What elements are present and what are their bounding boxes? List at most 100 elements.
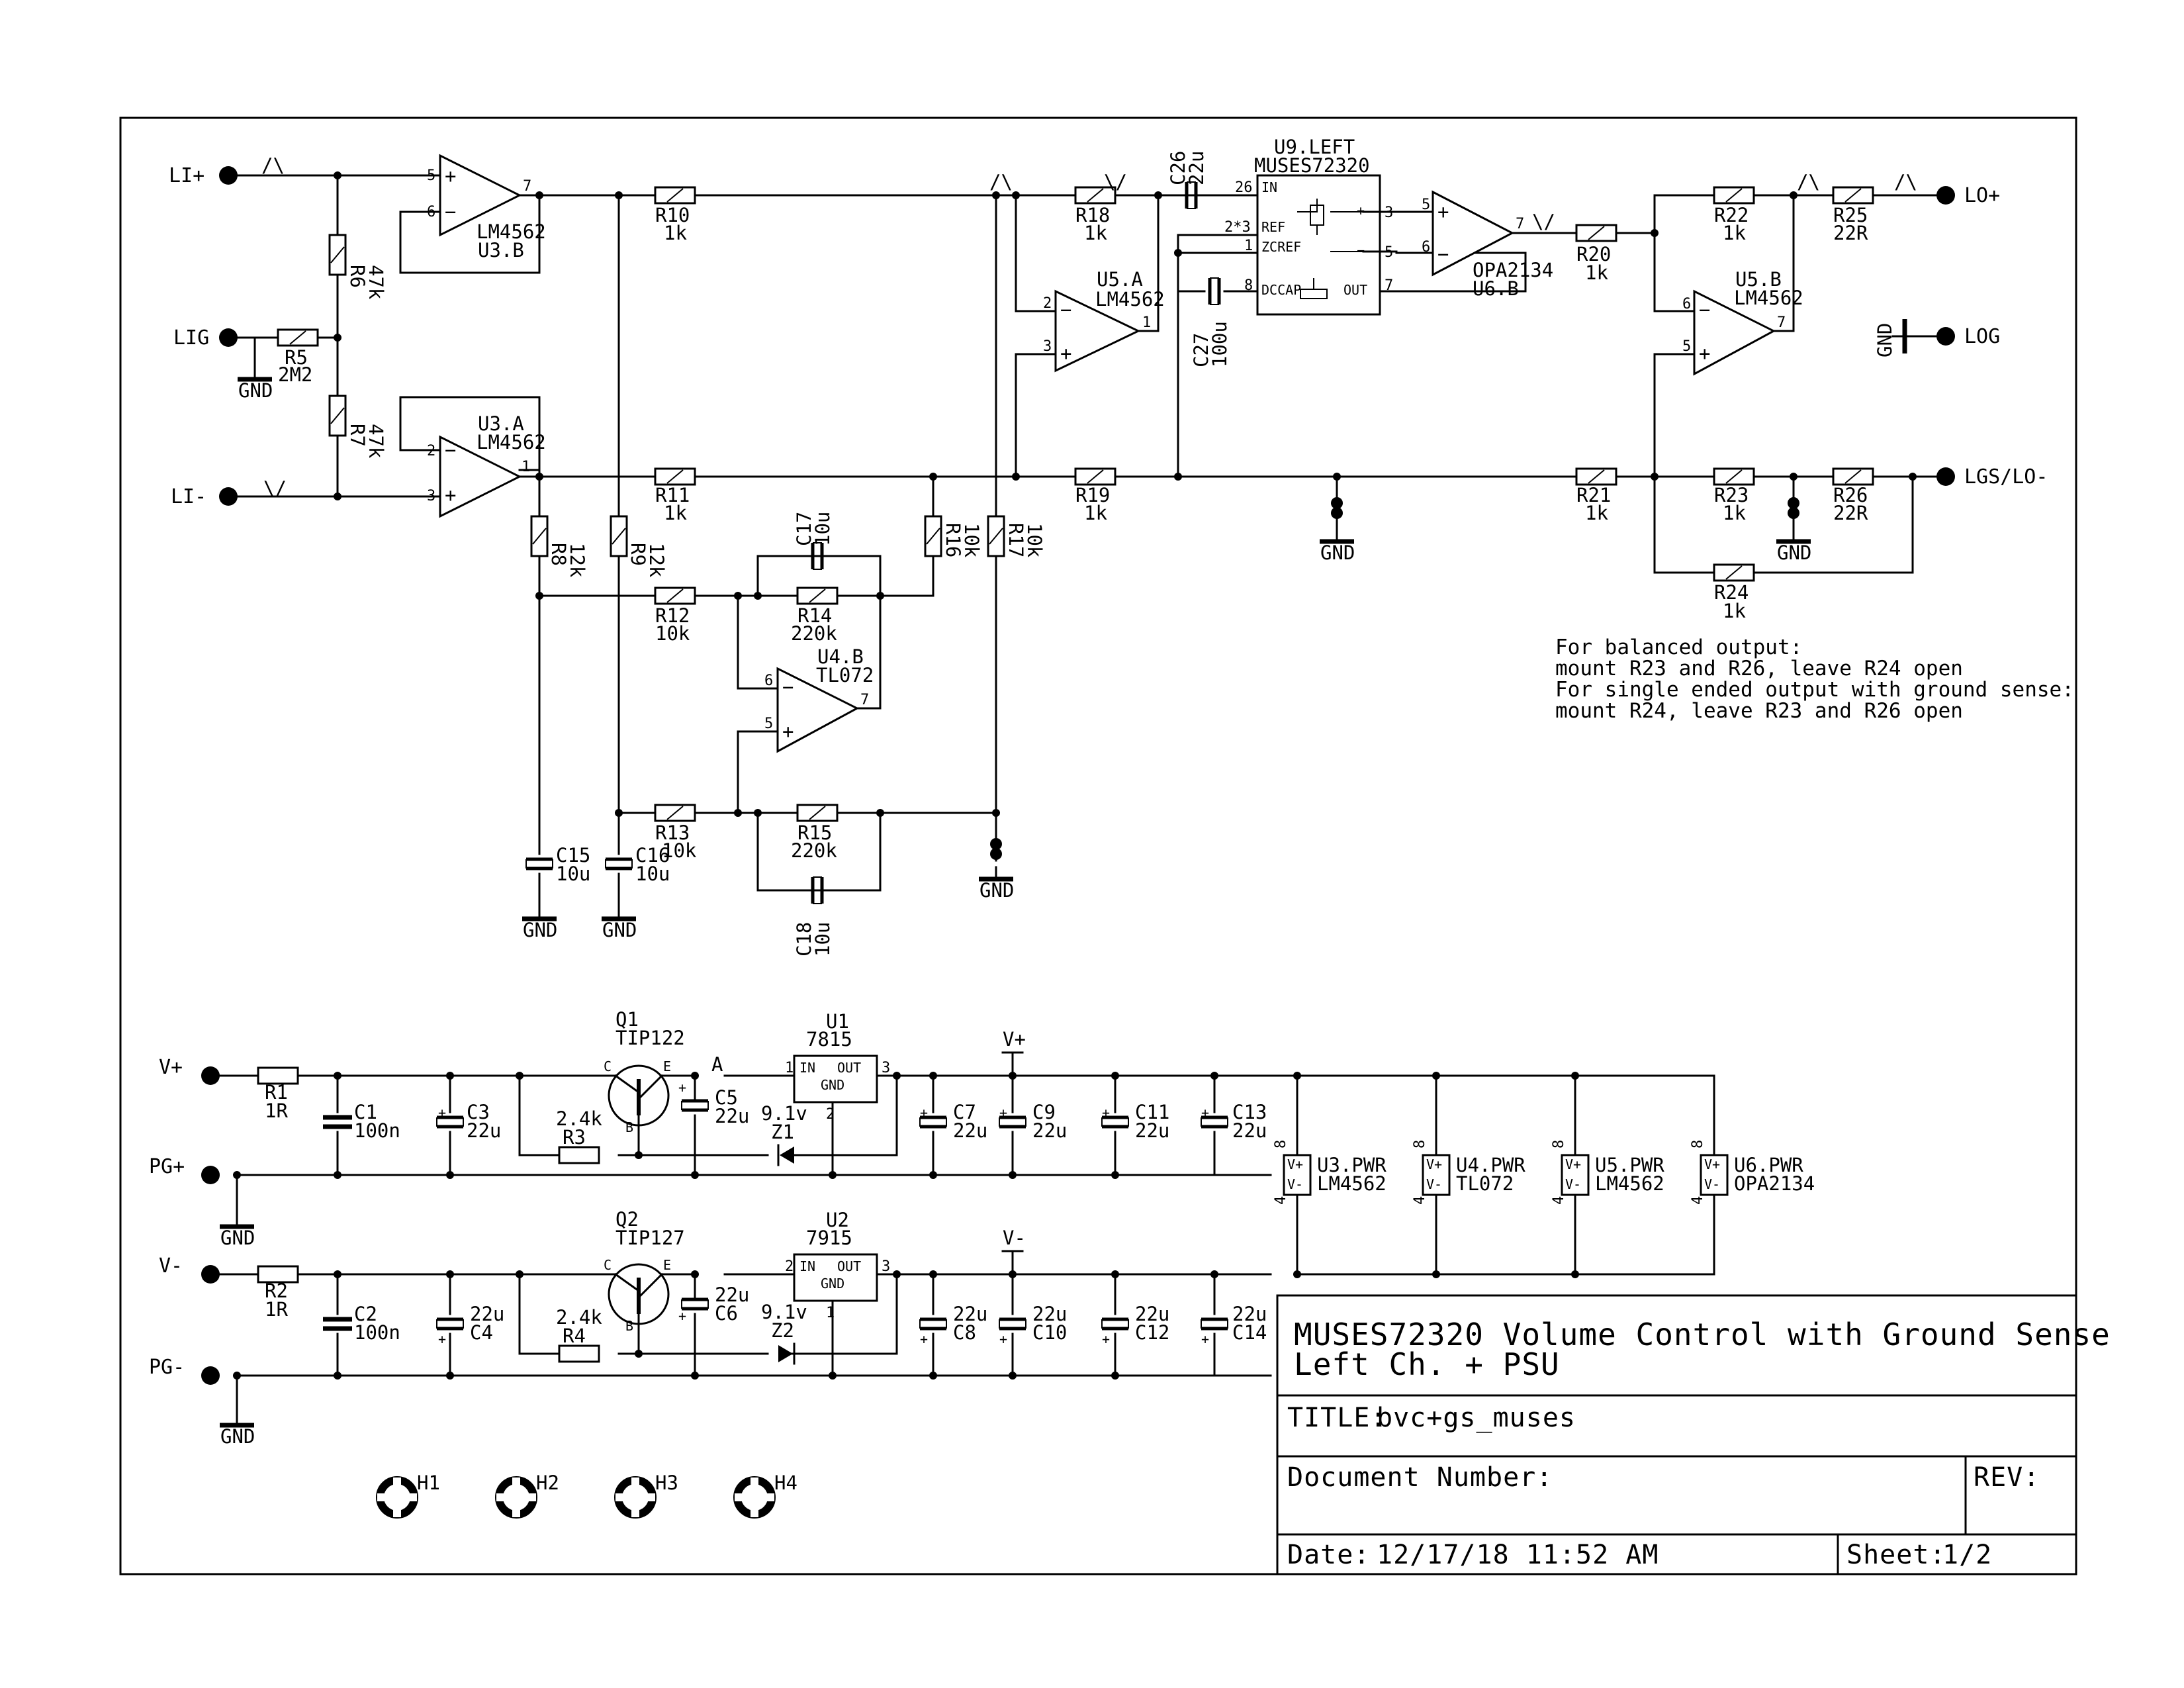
schematic-text: − (1699, 299, 1710, 321)
r21-value: 1k (1585, 502, 1608, 524)
schematic-text: V- (1426, 1176, 1442, 1192)
schematic-text: PG+ (149, 1155, 185, 1178)
schematic-text: GND (979, 879, 1014, 902)
schematic-text: + (1699, 342, 1710, 365)
schematic-text: C3 (467, 1101, 490, 1123)
note-line-1: For balanced output: (1555, 635, 1802, 659)
schematic-text: 7 (1516, 216, 1524, 232)
schematic-text: C7 (953, 1101, 976, 1123)
li-plus-terminal[interactable] (219, 166, 238, 185)
schematic-text: V+ (1565, 1156, 1581, 1172)
hole-h1: H1 (376, 1472, 440, 1519)
schematic-text: 4 (1551, 1196, 1567, 1205)
schematic-text: + (1437, 201, 1449, 223)
schematic-text: 7815 (806, 1028, 852, 1051)
schematic-text: 6 (1422, 239, 1430, 256)
schematic-text: C9 (1032, 1101, 1056, 1123)
schematic-text: V- (1704, 1176, 1720, 1192)
u6b-value: OPA2134 (1473, 259, 1553, 281)
r17-ref: R17 (1005, 523, 1027, 557)
schematic-text: 7 (1777, 314, 1786, 331)
schematic-text: GND (523, 919, 557, 941)
schematic-text: 8 (1244, 277, 1253, 294)
schematic-text: V+ (1704, 1156, 1720, 1172)
schematic-text: REF (1261, 219, 1285, 235)
c18-value: 10u (811, 922, 834, 957)
schematic-text: 1 (522, 459, 530, 475)
opamp-u3b: +− 5 6 7 LM4562 U3.B (424, 154, 546, 261)
schematic-text: 7 (523, 178, 531, 195)
r22-value: 1k (1723, 222, 1746, 244)
r12-value: 10k (655, 622, 690, 645)
r9-value: 12k (645, 543, 668, 578)
schematic-text: 22u (715, 1284, 749, 1306)
schematic-text: 4 (1412, 1196, 1428, 1205)
schematic-text: 22u (1135, 1119, 1169, 1142)
power-unit-u4: V+ V- 8 4 U4.PWR TL072 (1412, 1074, 1525, 1276)
schematic-text: C13 (1232, 1101, 1267, 1123)
schematic-text: V+ (1003, 1028, 1026, 1051)
r5-ref: R5 (285, 346, 308, 369)
zener-z1: 9.1v Z1 (761, 1102, 807, 1166)
r24-ref: R24 (1714, 581, 1749, 604)
r15-ref: R15 (797, 821, 832, 844)
schematic-text: 6 (1682, 296, 1691, 312)
note-line-4: mount R24, leave R23 and R26 open (1555, 699, 1963, 723)
pg-minus-terminal[interactable] (201, 1366, 220, 1385)
lig-terminal[interactable] (219, 328, 238, 347)
rev-label: REV: (1974, 1462, 2040, 1493)
r17-value: 10k (1023, 523, 1046, 558)
schematic-text: + (438, 1331, 446, 1347)
pg-plus-terminal[interactable] (201, 1166, 220, 1184)
schematic-text: PG- (149, 1356, 185, 1379)
lo-plus-terminal[interactable] (1936, 186, 1955, 205)
schematic-text: Z1 (771, 1121, 794, 1143)
schematic-text: U3.PWR (1317, 1154, 1387, 1176)
title-line-1: MUSES72320 Volume Control with Ground Se… (1294, 1317, 2111, 1352)
schematic-text: E (663, 1257, 671, 1273)
u9-value: MUSES72320 (1254, 154, 1370, 177)
schematic-text: /\ (989, 171, 1013, 193)
v-plus-terminal[interactable] (201, 1066, 220, 1085)
schematic-text: OUT (1343, 282, 1367, 298)
schematic-text: TL072 (1456, 1172, 1514, 1195)
r16-ref: R16 (942, 523, 964, 557)
u3a-value: LM4562 (477, 431, 546, 453)
sheet-border (119, 117, 2077, 1575)
schematic-text: 1R (265, 1298, 288, 1321)
hole-h3: H3 (614, 1472, 678, 1519)
schematic-text: 22u (953, 1119, 987, 1142)
transistor-q2: C E B Q2 TIP127 (604, 1208, 696, 1334)
schematic-text: GND (220, 1425, 255, 1448)
v-minus-terminal[interactable] (201, 1265, 220, 1284)
schematic-text: − (445, 201, 456, 223)
schematic-text: + (438, 1105, 446, 1121)
transistor-q1: C E B Q1 TIP122 A (604, 1008, 723, 1135)
note-line-3: For single ended output with ground sens… (1555, 678, 2074, 702)
log-terminal[interactable] (1936, 327, 1955, 346)
schematic-text: 22u (1232, 1303, 1267, 1325)
schematic-text: IN (799, 1060, 815, 1076)
r12-ref: R12 (655, 604, 690, 627)
u5a-ref: U5.A (1097, 268, 1143, 291)
schematic-text: C (604, 1058, 612, 1074)
schematic-text: A (711, 1053, 723, 1076)
signal-junctions (334, 171, 1917, 860)
schematic-text: 26 (1235, 179, 1253, 196)
r8-ref: R8 (547, 543, 570, 566)
lo-plus-label: LO+ (1964, 184, 2000, 207)
note-line-2: mount R23 and R26, leave R24 open (1555, 657, 1963, 680)
schematic-text: C12 (1135, 1321, 1169, 1344)
u5b-ref: U5.B (1735, 268, 1782, 291)
r21-ref: R21 (1576, 484, 1611, 506)
r25-value: 22R (1833, 222, 1868, 244)
r13-value: 10k (662, 839, 697, 862)
li-minus-terminal[interactable] (219, 487, 238, 506)
r18-ref: R18 (1075, 204, 1110, 226)
schematic-text: 8 (1273, 1140, 1289, 1149)
schematic-text: R3 (563, 1126, 586, 1149)
schematic-text: 22u (953, 1303, 987, 1325)
schematic-text: OUT (837, 1060, 861, 1076)
lgs-lo-minus-terminal[interactable] (1936, 467, 1955, 486)
